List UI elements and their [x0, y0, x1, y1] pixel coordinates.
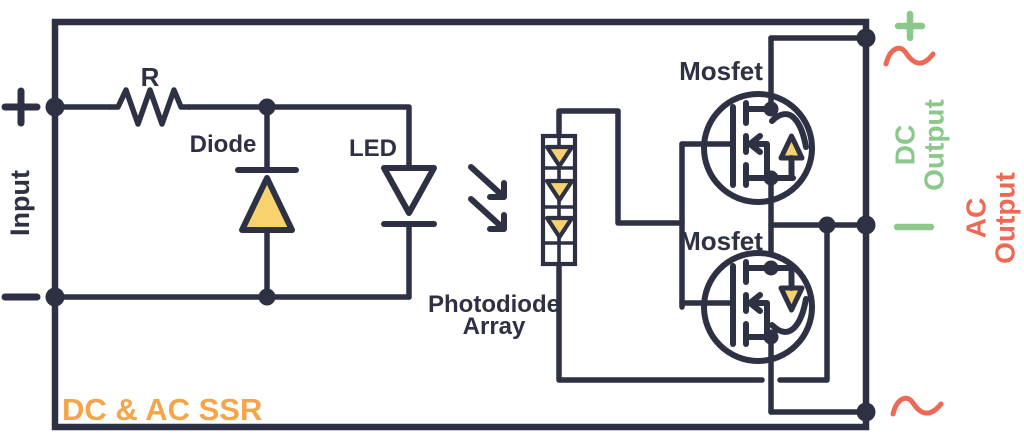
output-rails [768, 28, 876, 422]
photodiode-symbol [544, 178, 575, 203]
dc-output-label-line1: DC [890, 125, 921, 165]
ac-sine-top-icon [883, 45, 936, 67]
led-label: LED [349, 135, 397, 162]
light-arrow-icon [468, 164, 507, 200]
input-minus-terminal-dot [45, 287, 65, 307]
wire-array-anode-to-gates [556, 108, 685, 226]
drain-contact-dot [763, 101, 779, 117]
photodiode-label-line1: Photodiode [428, 291, 560, 318]
input-plus-icon [1, 87, 41, 127]
output-labels: DC Output AC Output [883, 10, 1021, 417]
junction-dot [258, 98, 276, 116]
body-diode-curve [769, 296, 809, 335]
resistor-label: R [141, 62, 160, 92]
photodiode-symbol [544, 144, 575, 169]
diode-symbol [239, 175, 295, 233]
source-contact-dot [763, 329, 779, 345]
mosfet-bottom-label: Mosfet [679, 226, 763, 256]
junction-dot [258, 288, 276, 306]
ac-output-label-line1: AC [961, 198, 992, 238]
photodiode-array: Photodiode Array [428, 108, 836, 383]
dc-output-label-line2: Output [919, 99, 950, 191]
input-label: Input [5, 170, 35, 236]
input-section: Input [1, 87, 41, 301]
drain-contact-dot [763, 260, 779, 276]
body-diode-curve [769, 111, 809, 150]
light-emission-arrows [468, 164, 507, 232]
light-arrow-icon [468, 196, 507, 232]
input-circuit: R Diode LED [45, 62, 437, 307]
output-terminal-dot-bottom [856, 402, 876, 422]
diode-label: Diode [190, 131, 257, 158]
dc-plus-icon [894, 10, 926, 42]
source-contact-dot [763, 170, 779, 186]
ac-sine-bottom-icon [890, 395, 944, 417]
output-terminal-dot-top [856, 28, 876, 48]
mosfet-top-label: Mosfet [679, 56, 763, 86]
diagram-title: DC & AC SSR [62, 392, 262, 427]
led-symbol [381, 165, 437, 216]
output-terminal-dot-mid [856, 215, 876, 235]
ac-output-label-line2: Output [990, 172, 1021, 264]
photodiode-label-line2: Array [463, 313, 526, 340]
mosfet-bottom: Mosfet [679, 226, 815, 415]
wire-array-return [777, 222, 830, 383]
resistor-symbol [107, 87, 192, 127]
input-plus-terminal-dot [45, 97, 65, 117]
mosfet-top: Mosfet [679, 35, 815, 271]
wire-array-cathode [556, 261, 765, 383]
photodiode-symbol [544, 215, 575, 240]
